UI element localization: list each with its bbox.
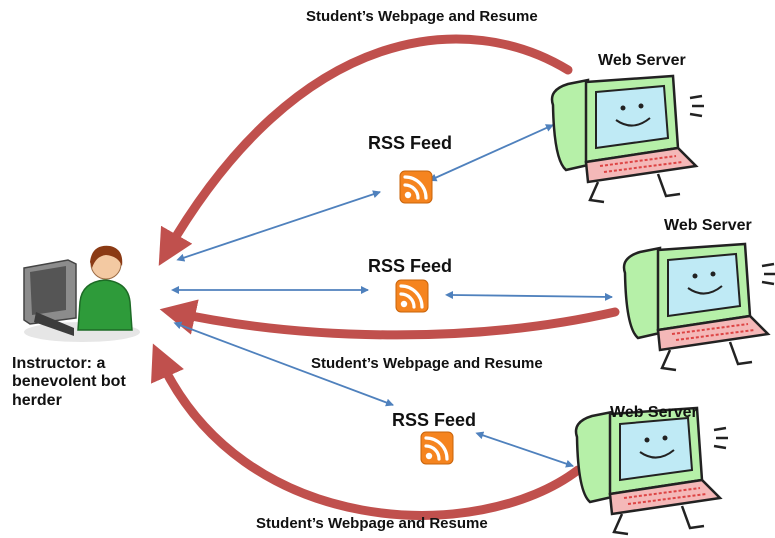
- web-server-label-1: Web Server: [598, 52, 686, 69]
- content-arrow-3: [151, 343, 583, 520]
- rss-feed-label-3: RSS Feed: [392, 410, 477, 430]
- rss-icon: [395, 279, 429, 313]
- web-server-icon: [550, 74, 704, 204]
- content-arrow-2: [159, 299, 620, 340]
- content-caption-1: Student’s Webpage and Resume: [306, 8, 538, 25]
- web-server-icon: [574, 406, 728, 536]
- content-arrow-1: [158, 34, 573, 266]
- rss-feed-label-1: RSS Feed: [368, 133, 453, 153]
- feed-arrow-1b: [428, 124, 554, 182]
- feed-arrow-1a: [176, 190, 381, 262]
- rss-icon: [420, 431, 454, 465]
- content-caption-2: Student’s Webpage and Resume: [311, 355, 543, 372]
- rss-feed-label-2: RSS Feed: [368, 256, 453, 276]
- instructor-label: Instructor: a benevolent bot herder: [12, 355, 126, 409]
- instructor-computer-icon: [23, 245, 140, 342]
- rss-icon: [399, 170, 433, 204]
- web-server-icon: [622, 242, 775, 372]
- web-server-label-3: Web Server: [610, 404, 698, 421]
- feed-arrow-3b: [475, 431, 574, 468]
- content-caption-3: Student’s Webpage and Resume: [256, 515, 488, 532]
- web-server-label-2: Web Server: [664, 217, 752, 234]
- feed-arrow-2b: [445, 291, 613, 301]
- feed-arrow-3a: [173, 321, 394, 407]
